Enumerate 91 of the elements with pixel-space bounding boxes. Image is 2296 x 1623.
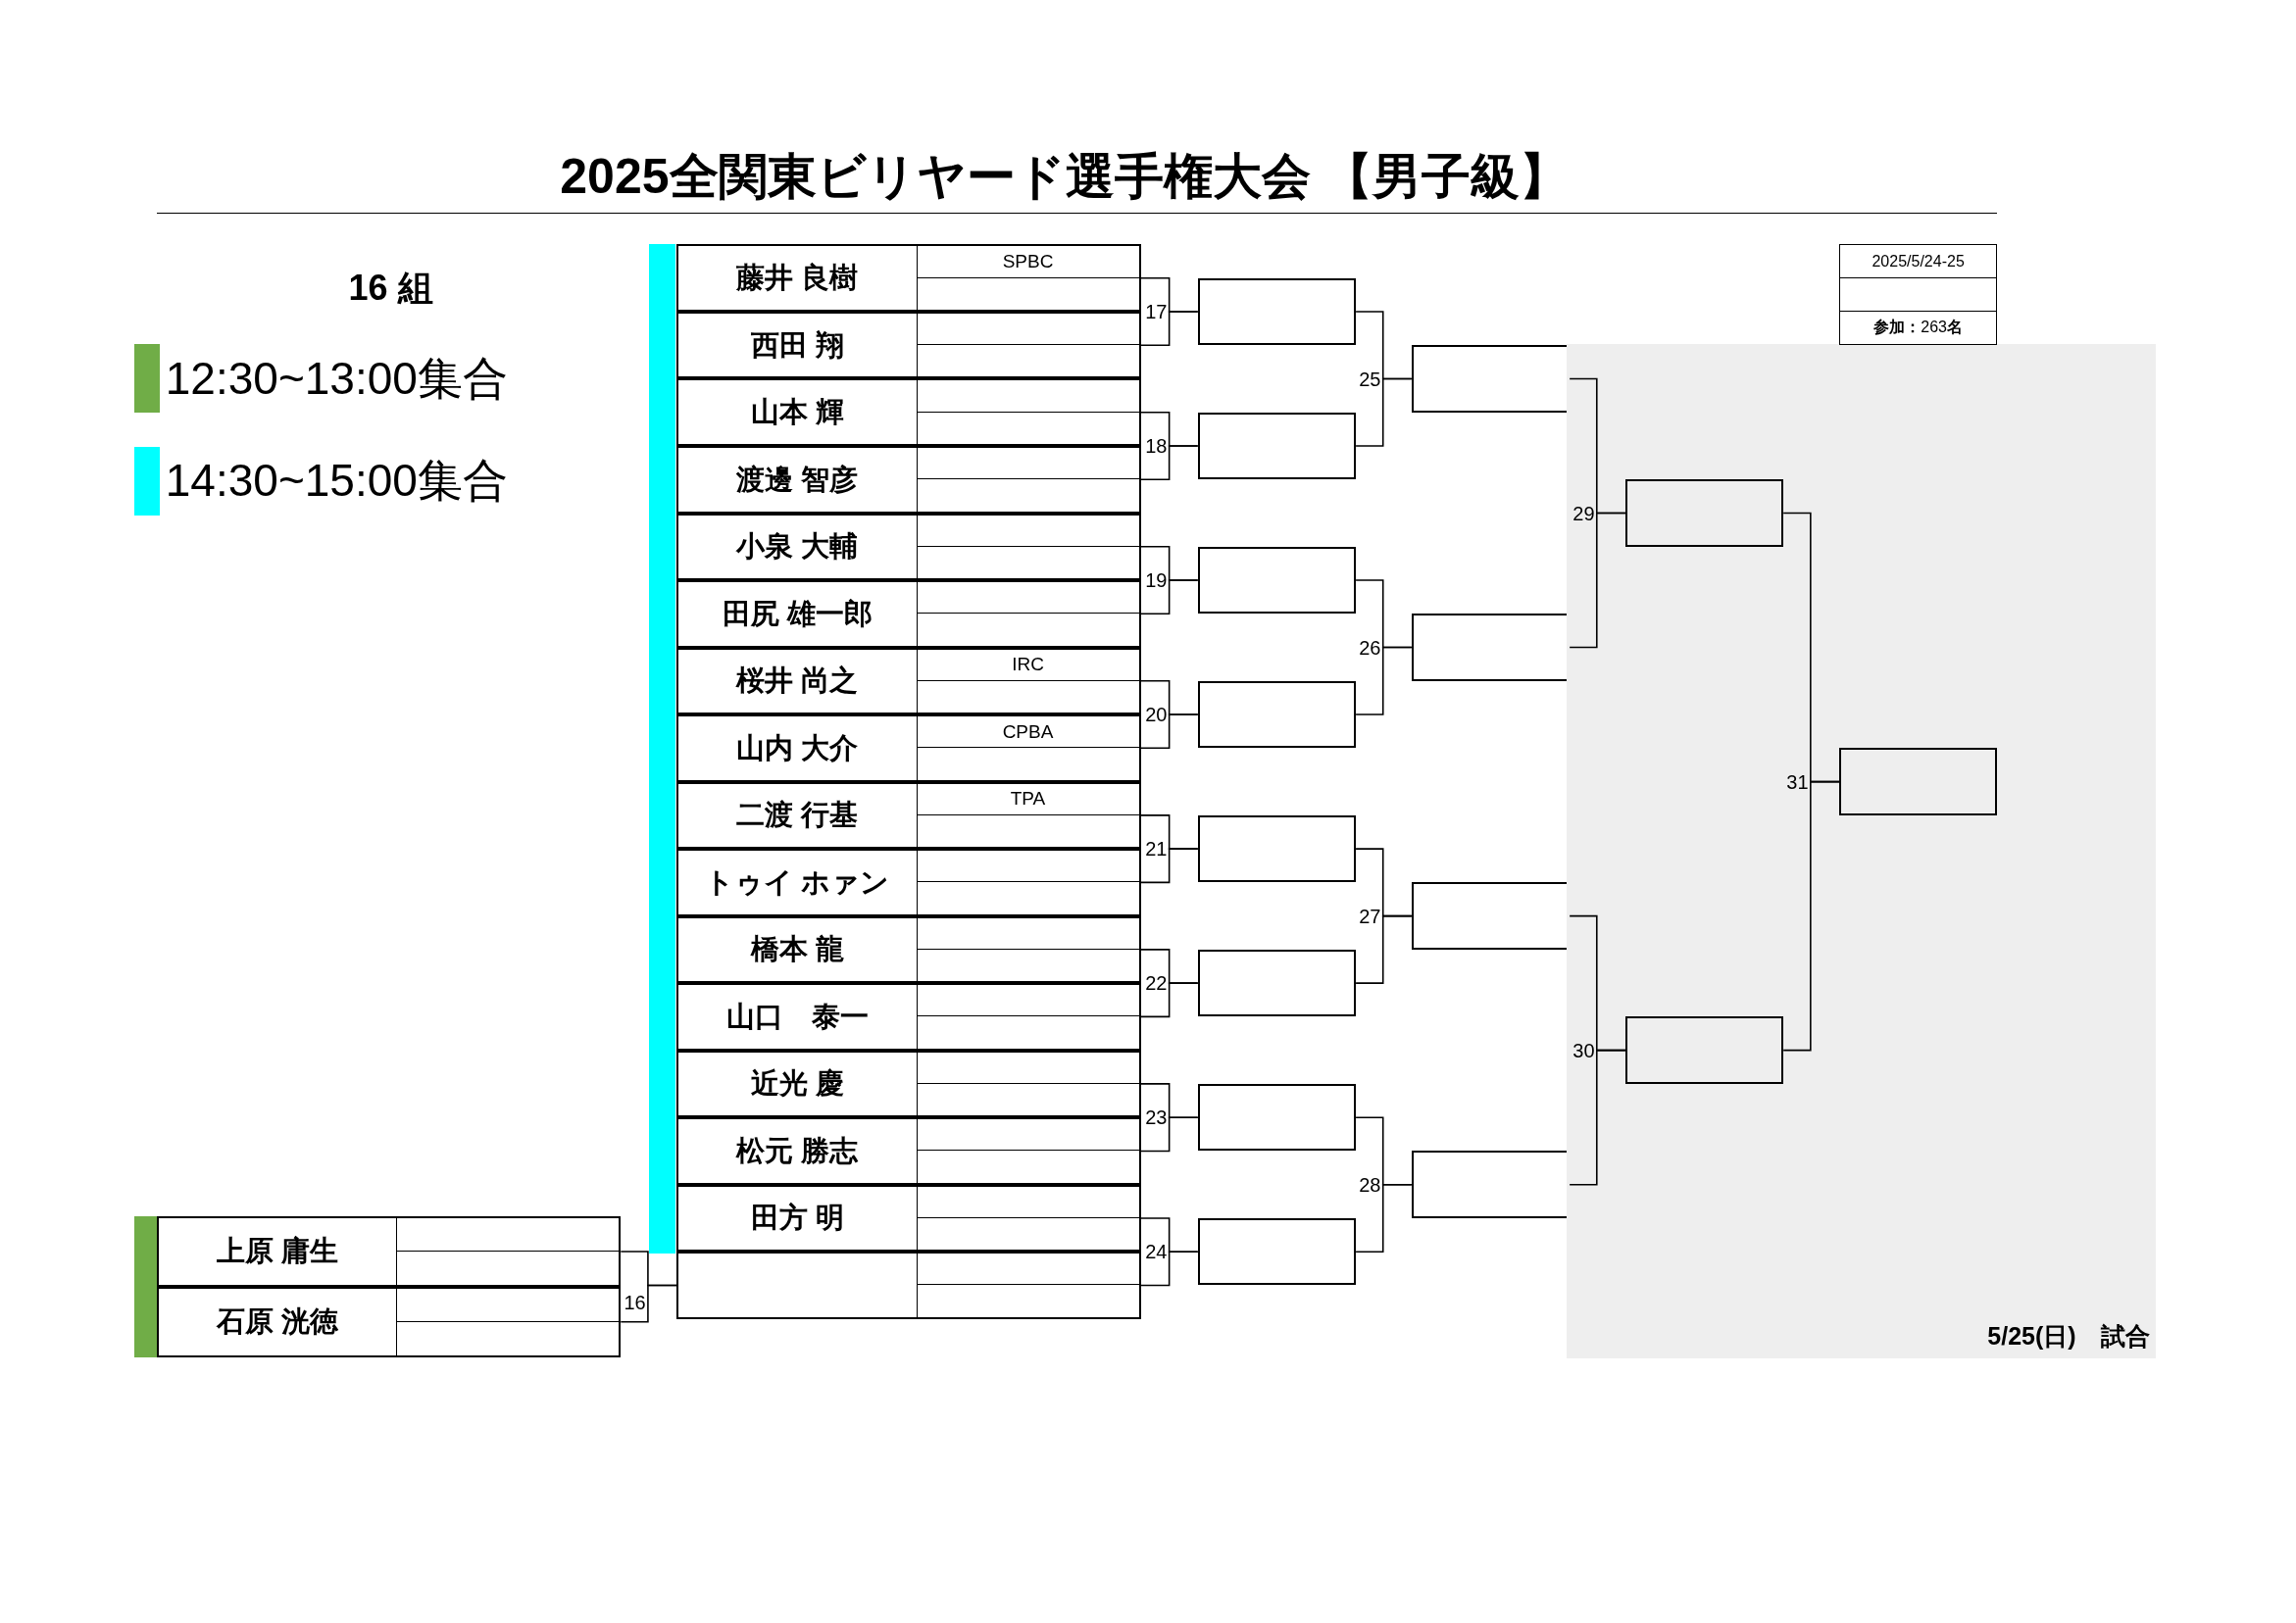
bracket-line [1355, 377, 1413, 447]
match-number: 19 [1145, 568, 1168, 592]
bracket-line [1139, 982, 1199, 1018]
player-name: 上原 庸生 [217, 1235, 339, 1268]
player-row [676, 244, 1141, 312]
player-name: 田尻 雄一郎 [722, 597, 873, 630]
player-name: トゥイ ホァン [705, 865, 890, 900]
match-date: 5/25(日) 試合 [1987, 1321, 2150, 1351]
player-name: 渡邊 智彦 [736, 463, 859, 496]
player-row [676, 983, 1141, 1051]
player-row [676, 378, 1141, 446]
player-row [676, 311, 1141, 379]
match-number: 24 [1145, 1240, 1168, 1264]
player-row [676, 1184, 1141, 1253]
bracket-line [1139, 848, 1199, 884]
match-number: 27 [1359, 904, 1381, 928]
group-label: 16 組 [348, 268, 433, 309]
match-box [1197, 277, 1357, 346]
player-name: 山本 輝 [750, 396, 844, 429]
match-number: 26 [1359, 635, 1381, 660]
title: 2025全関東ビリヤード選手権大会 【男子級】 [560, 149, 1570, 206]
match-number: 22 [1145, 971, 1168, 996]
match-box [1197, 949, 1357, 1017]
player-row [676, 647, 1141, 715]
player-name: 田方 明 [750, 1202, 844, 1235]
bracket-line [1355, 646, 1413, 715]
bracket-line [1139, 445, 1199, 481]
bracket-line [1782, 780, 1840, 1052]
player-row [676, 781, 1141, 850]
match-number: 21 [1145, 837, 1168, 861]
legend-label: 12:30~13:00集合 [165, 352, 508, 405]
bracket-line [1569, 1049, 1626, 1186]
bracket-line [620, 1284, 677, 1323]
match-box [1197, 1217, 1357, 1286]
club-name: CPBA [1002, 720, 1054, 743]
club-name: IRC [1012, 654, 1044, 676]
match-number: 29 [1572, 501, 1595, 525]
match-number: 17 [1145, 300, 1168, 323]
match-box [1197, 546, 1357, 615]
match-box [1197, 412, 1357, 480]
info-table [1839, 244, 1998, 346]
match-box [1624, 479, 1784, 547]
bracket-line [1569, 512, 1626, 649]
match-box [1197, 814, 1357, 883]
club-name: TPA [1010, 788, 1046, 811]
player-row [676, 1050, 1141, 1118]
bracket-line [1139, 713, 1199, 750]
club-name: SPBC [1002, 251, 1054, 272]
legend-label: 14:30~15:00集合 [165, 455, 508, 508]
player-row [676, 580, 1141, 648]
player-name: 山口 泰一 [725, 1000, 869, 1034]
player-row [676, 1117, 1141, 1185]
player-row [676, 714, 1141, 782]
player-name: 橋本 龍 [750, 933, 844, 966]
player-row [676, 513, 1141, 580]
match-number: 18 [1145, 434, 1168, 458]
match-box [1838, 748, 1998, 815]
player-name: 松元 勝志 [736, 1134, 859, 1168]
bracket-line [1355, 1183, 1413, 1254]
match-box [1197, 1083, 1357, 1152]
player-name: 桜井 尚之 [736, 664, 859, 698]
player-name: 二渡 行基 [736, 799, 859, 832]
match-number: 23 [1145, 1106, 1168, 1130]
player-name: 藤井 良樹 [736, 262, 859, 295]
event-date: 2025/5/24-25 [1872, 252, 1965, 270]
bracket-line [1139, 1251, 1199, 1287]
match-number: 28 [1359, 1172, 1381, 1197]
bracket-line [1355, 914, 1413, 984]
player-name: 小泉 大輔 [736, 530, 859, 564]
match-number: 30 [1572, 1038, 1595, 1062]
match-number: 25 [1359, 367, 1381, 391]
player-row [676, 849, 1141, 916]
player-row [676, 915, 1141, 984]
player-row [156, 1286, 622, 1357]
match-number: 20 [1145, 703, 1168, 727]
blank-row [676, 1252, 1141, 1319]
player-name: 石原 洸徳 [217, 1305, 339, 1339]
player-name: 近光 慶 [750, 1067, 844, 1101]
shaded-panel [1567, 344, 2156, 1359]
match-box [1197, 680, 1357, 749]
bracket-line [1139, 579, 1199, 615]
player-row [676, 446, 1141, 514]
player-name: 山内 大介 [736, 731, 859, 764]
match-box [1624, 1016, 1784, 1084]
player-row [156, 1216, 622, 1287]
participant-count: 参加：263名 [1873, 319, 1963, 337]
bracket-line [1139, 1116, 1199, 1153]
match-number: 16 [624, 1291, 646, 1315]
match-number: 31 [1786, 769, 1809, 794]
bracket-line [1139, 311, 1199, 346]
player-name: 西田 翔 [750, 328, 844, 362]
